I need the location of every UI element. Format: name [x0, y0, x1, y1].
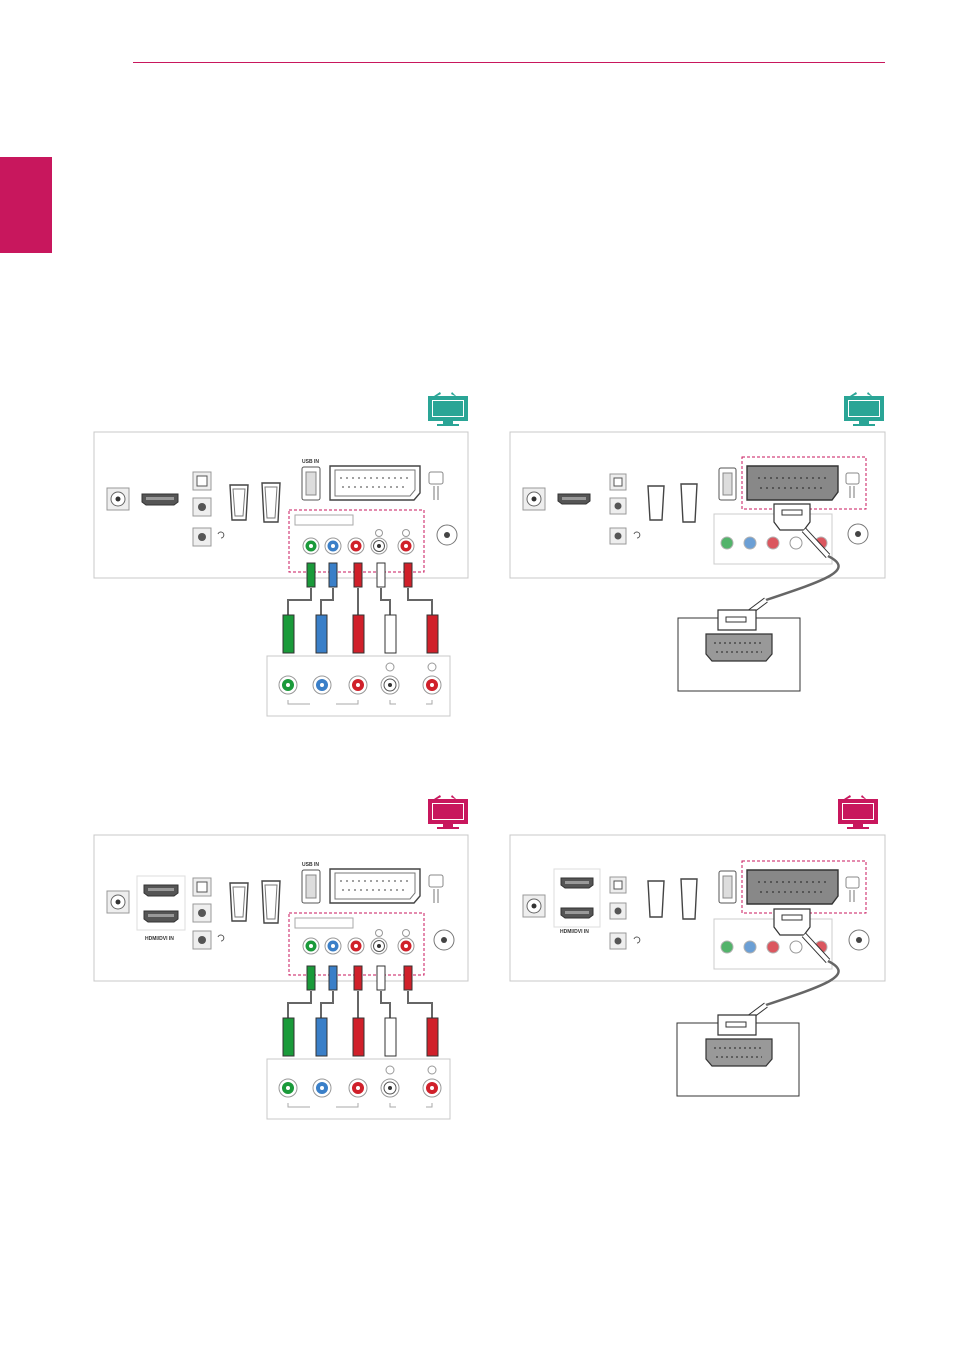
usb-port-icon — [302, 870, 320, 903]
usb-port-icon — [302, 467, 320, 500]
tv-icon — [844, 392, 884, 426]
usb-label: USB IN — [302, 862, 319, 868]
hdmi-label: HDMI/DVI IN — [145, 936, 174, 942]
audio-port-icon — [610, 903, 626, 919]
scart-port-icon — [747, 870, 838, 904]
antenna-in-icon — [434, 930, 454, 950]
component-connection-diagram-2: HDMI/DVI IN USB IN — [90, 793, 475, 1125]
hdmi-port-icon — [142, 494, 178, 505]
tv-icon — [838, 795, 878, 829]
antenna-port-icon — [523, 895, 545, 917]
d-sub-port-icon — [648, 486, 664, 520]
rgb-port-icon — [681, 879, 697, 919]
optical-port-icon — [610, 474, 626, 490]
component-cable — [288, 588, 432, 615]
antenna-port-icon — [523, 488, 545, 510]
hdmi-port-icon — [558, 494, 590, 504]
d-sub-port-icon — [648, 881, 664, 917]
scart-port-icon — [330, 466, 420, 500]
rca-plug-icon — [283, 1018, 438, 1056]
rgb-port-icon — [262, 483, 280, 522]
usb-label: USB IN — [302, 459, 319, 465]
d-sub-port-icon — [230, 485, 248, 520]
chapter-side-tab — [0, 157, 52, 253]
scart-port-icon — [706, 634, 772, 661]
scart-port-icon — [706, 1039, 772, 1066]
audio-port-icon — [610, 498, 626, 514]
optical-port-icon — [193, 472, 211, 490]
tv-rear-panel — [94, 835, 468, 981]
rgb-port-icon — [262, 881, 280, 923]
component-cable — [288, 991, 432, 1018]
rca-plug-icon — [283, 615, 438, 653]
tv-icon — [428, 392, 468, 426]
hdmi-label: HDMI/DVI IN — [560, 929, 589, 935]
antenna-in-icon — [437, 525, 457, 545]
usb-port-icon — [719, 871, 736, 903]
scart-connection-diagram-2: HDMI/DVI IN — [506, 793, 891, 1098]
antenna-port-icon — [107, 891, 129, 913]
d-sub-port-icon — [230, 883, 248, 921]
rgb-port-icon — [681, 484, 697, 522]
antenna-port-icon — [107, 488, 129, 510]
optical-port-icon — [193, 878, 211, 896]
antenna-in-icon — [849, 930, 869, 950]
optical-port-icon — [610, 877, 626, 893]
usb-port-icon — [719, 468, 736, 500]
audio-port-icon — [193, 498, 211, 516]
header-rule — [133, 62, 885, 63]
tv-icon — [428, 795, 468, 829]
audio-port-icon — [193, 904, 211, 922]
antenna-in-icon — [848, 524, 868, 544]
scart-connection-diagram-1 — [506, 390, 891, 695]
scart-port-icon — [330, 869, 420, 903]
component-connection-diagram-1: USB IN — [90, 390, 475, 722]
scart-port-icon — [747, 466, 838, 500]
